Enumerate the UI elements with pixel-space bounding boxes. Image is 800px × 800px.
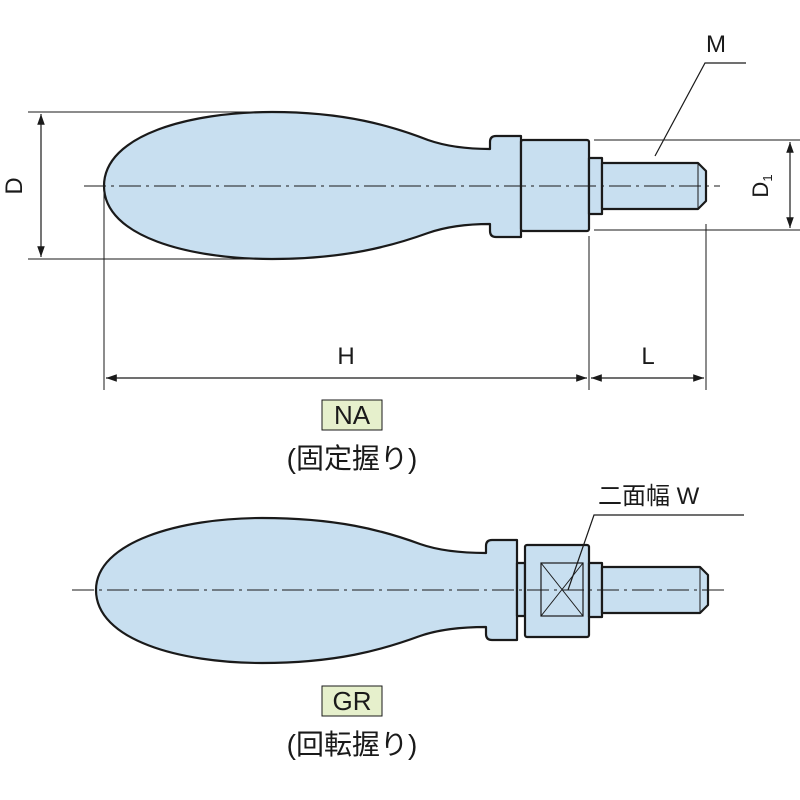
gr-stud	[587, 561, 604, 619]
d1-label-group: D1	[748, 174, 775, 197]
w-leader-line	[567, 514, 744, 591]
gr-code-box	[321, 685, 383, 717]
na-code-box	[321, 399, 383, 431]
na-code: NA	[334, 400, 371, 430]
w-label: 二面幅 W	[598, 483, 700, 510]
m-label: M	[706, 31, 726, 58]
gr-view: 二面幅 W GR (回転握り)	[72, 483, 744, 760]
na-caption: (固定握り)	[287, 443, 418, 474]
gr-caption: (回転握り)	[287, 729, 418, 760]
na-view: D D1 M H L NA (固定握り)	[1, 31, 800, 474]
m-leader-line	[654, 62, 746, 157]
d1-label: D1	[748, 174, 775, 197]
d-label: D	[1, 177, 28, 194]
h-label: H	[337, 343, 354, 370]
l-label: L	[641, 343, 654, 370]
gr-code: GR	[333, 686, 372, 716]
